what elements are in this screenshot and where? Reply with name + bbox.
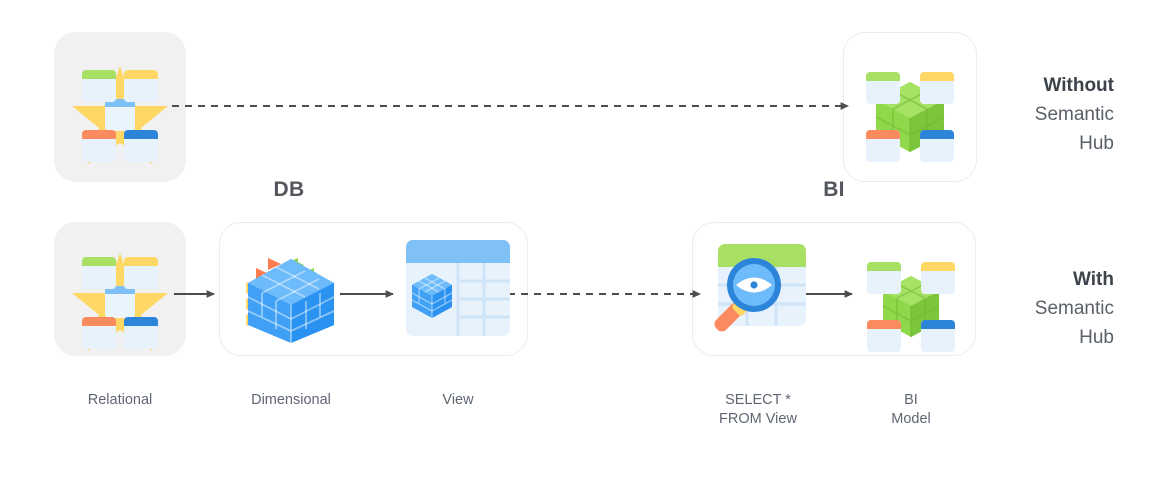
label-without-line2: Semantic — [1034, 104, 1114, 125]
caption-relational: Relational — [87, 392, 153, 408]
caption-select-line2: FROM View — [719, 411, 797, 427]
mini-cube — [411, 274, 453, 318]
label-without-strong: Without — [1043, 75, 1114, 96]
caption-bi-model: BI Model — [841, 391, 981, 429]
caption-select-query: SELECT * FROM View — [688, 391, 828, 429]
caption-view: View — [442, 392, 474, 408]
label-with-line3: Hub — [1079, 327, 1114, 348]
label-without-semantic-hub: Without Semantic Hub — [960, 71, 1114, 158]
caption-dimensional: Dimensional — [251, 392, 331, 408]
caption-select-line1: SELECT * — [725, 392, 791, 408]
bi-model-cube-icon — [853, 234, 969, 352]
caption-bi-model-line2: Model — [891, 411, 931, 427]
bi-model-cube-icon — [852, 44, 968, 170]
cube-body — [247, 259, 335, 343]
section-title-bi: BI — [823, 178, 845, 201]
select-query-icon — [706, 238, 810, 342]
dimensional-cube-icon — [228, 231, 354, 349]
star-schema-icon — [64, 231, 176, 351]
label-with-line2: Semantic — [1034, 298, 1114, 319]
section-title-db: DB — [273, 178, 305, 201]
label-without-line3: Hub — [1079, 133, 1114, 154]
label-with-semantic-hub: With Semantic Hub — [960, 265, 1114, 352]
view-table-icon — [402, 236, 514, 342]
star-schema-icon — [64, 44, 176, 170]
caption-bi-model-line1: BI — [904, 392, 918, 408]
label-with-strong: With — [1073, 269, 1114, 290]
